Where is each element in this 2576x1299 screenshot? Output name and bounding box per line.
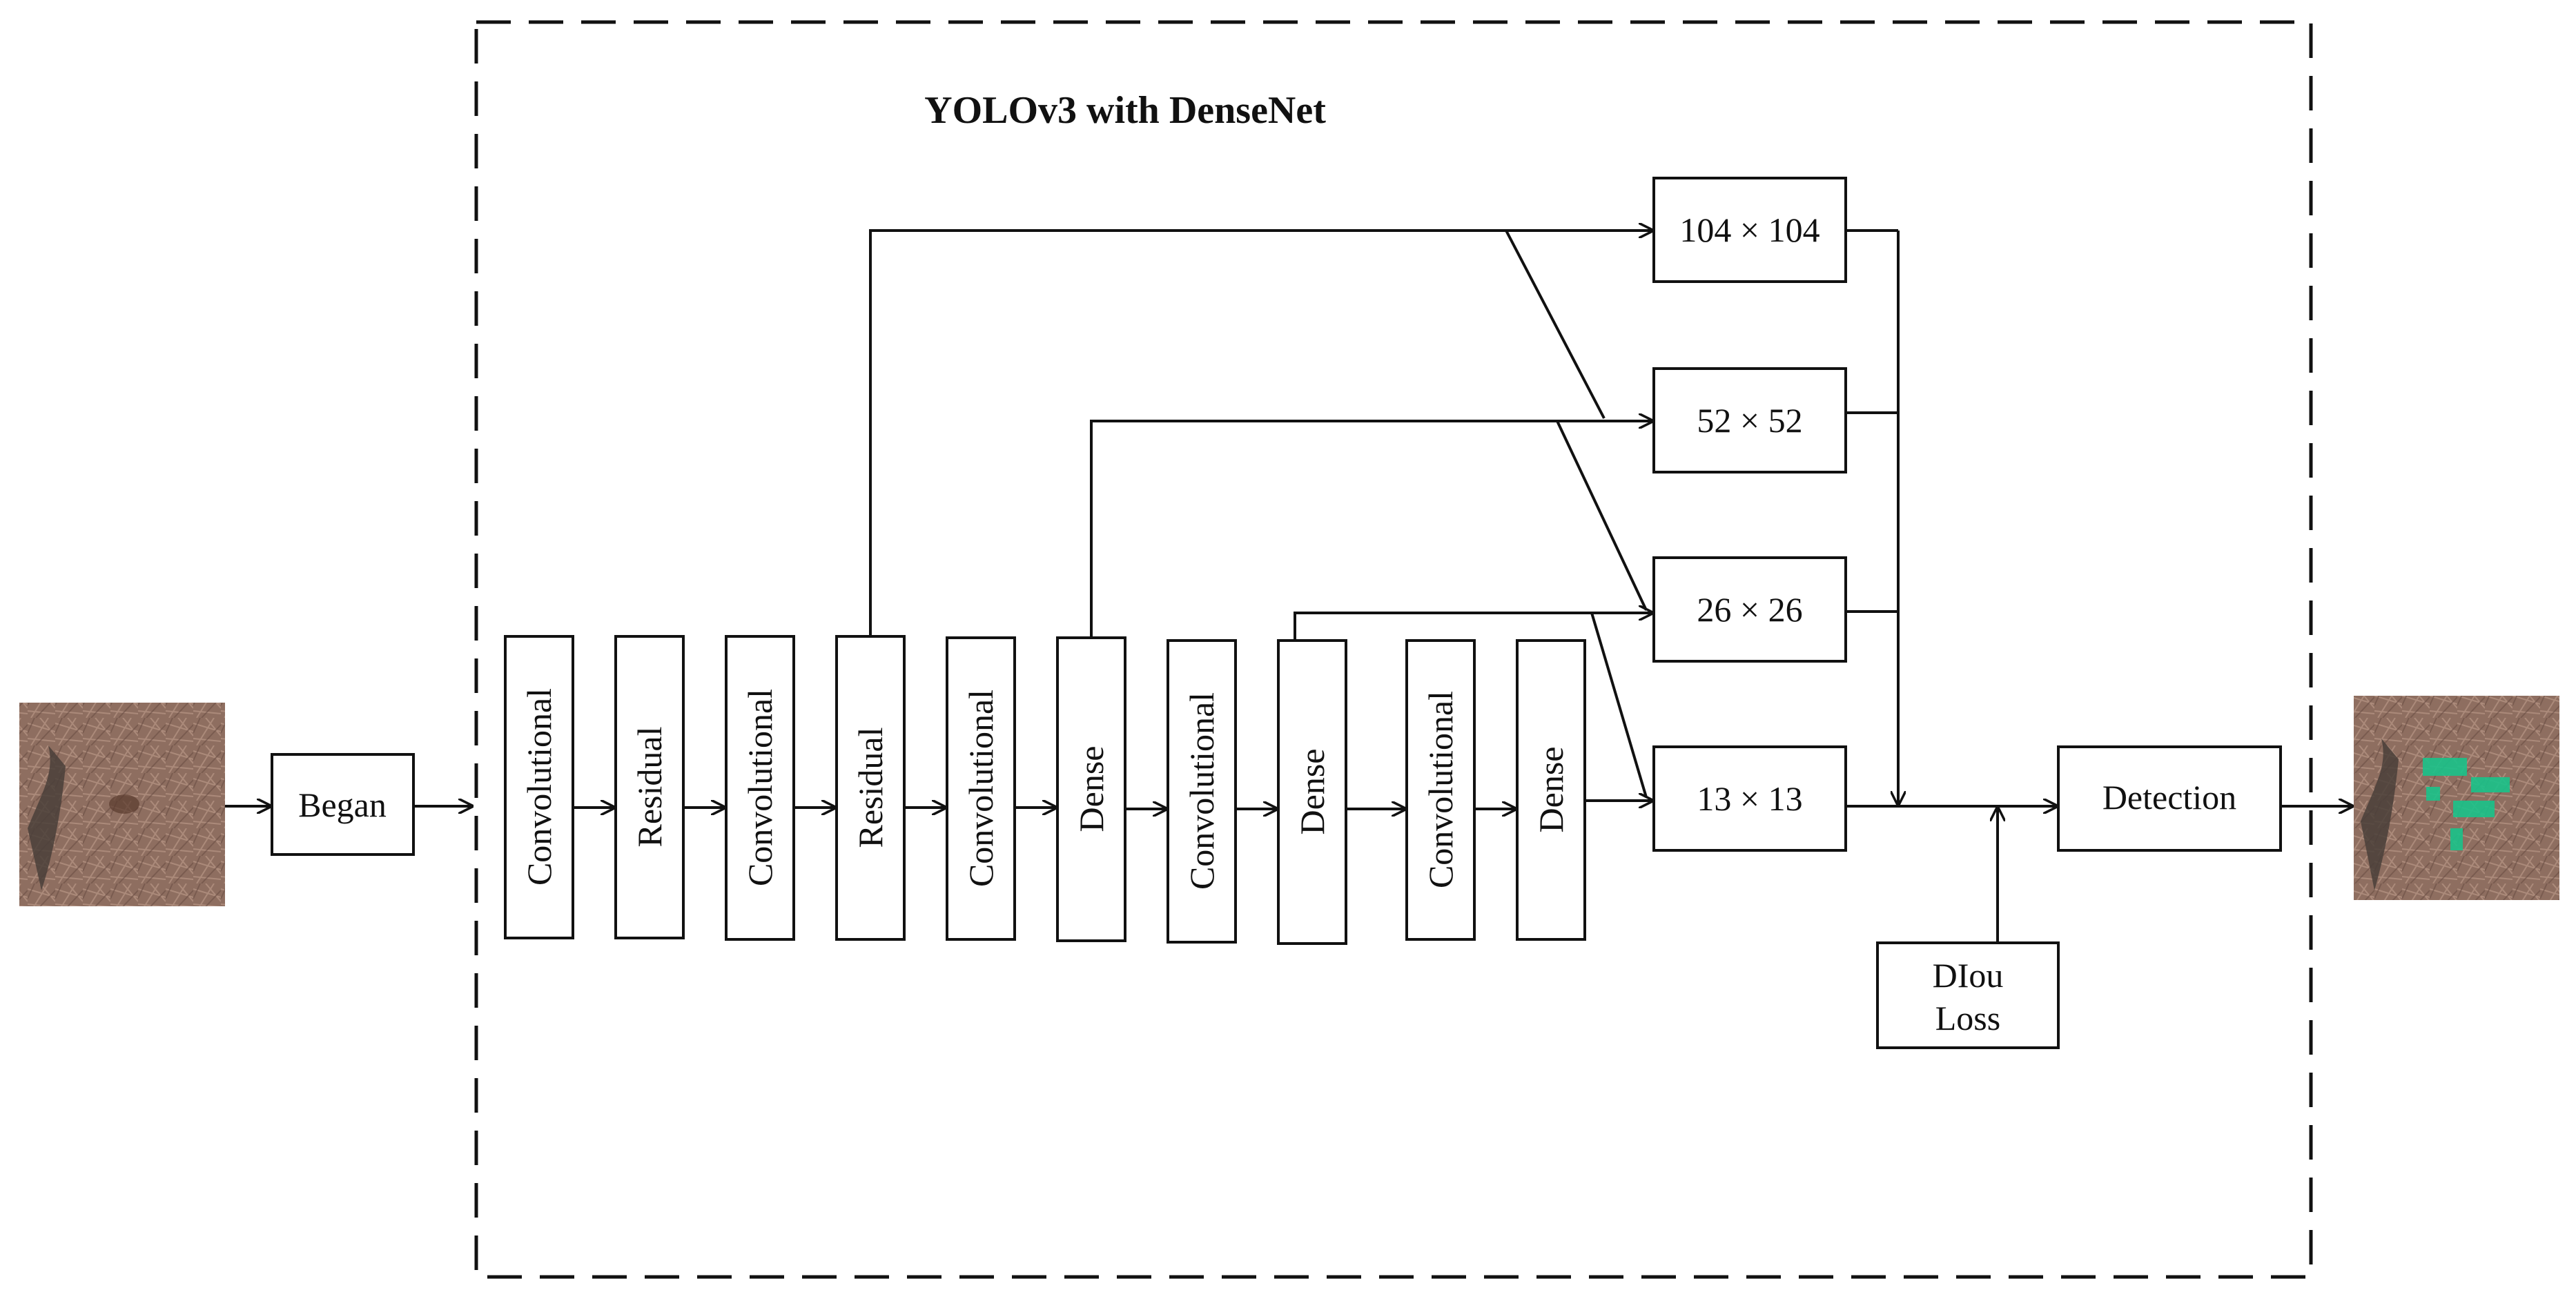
backbone-label-2: Residual [630,727,669,848]
connectors [225,231,2354,943]
backbone-block-5: Convolutional [946,636,1016,941]
scale-label-52: 52 × 52 [1697,401,1802,440]
output-detection-image [2354,696,2559,900]
backbone-block-1: Convolutional [504,635,574,939]
input-forest-image [19,703,225,906]
backbone-label-9: Convolutional [1421,691,1460,888]
backbone-label-3: Convolutional [741,689,779,886]
scale-box-13: 13 × 13 [1652,745,1847,852]
detection-box [2426,787,2440,801]
skip-dense-to-52 [1090,421,1654,638]
scale-box-104: 104 × 104 [1652,177,1847,283]
loss-label: Loss [1935,999,2000,1037]
detection-label: Detection [2102,778,2236,817]
backbone-label-4: Residual [851,727,890,848]
backbone-block-10: Dense [1516,639,1586,941]
backbone-block-6: Dense [1056,636,1126,942]
backbone-block-2: Residual [614,635,685,939]
backbone-label-10: Dense [1532,747,1570,833]
backbone-block-8: Dense [1277,639,1347,945]
backbone-label-5: Convolutional [962,690,1000,887]
scale-label-13: 13 × 13 [1697,779,1802,818]
skip-residual-to-104 [869,231,1654,636]
backbone-block-3: Convolutional [725,635,795,941]
diou-loss-block: DIou Loss [1876,941,2060,1049]
backbone-block-9: Convolutional [1405,639,1476,941]
diagram-title: YOLOv3 with DenseNet [924,89,1326,132]
scale-box-52: 52 × 52 [1652,367,1847,473]
backbone-label-7: Convolutional [1182,692,1221,890]
diou-label: DIou [1933,956,2004,995]
backbone-label-1: Convolutional [520,688,558,886]
scale-label-26: 26 × 26 [1697,590,1802,629]
backbone-block-7: Convolutional [1167,639,1237,944]
diag-26-to-13 [1590,612,1648,798]
began-block: Began [271,753,415,856]
detection-box [2450,828,2463,850]
diag-104-to-52 [1505,230,1606,419]
scale-box-26: 26 × 26 [1652,556,1847,663]
diag-52-to-26 [1556,420,1648,611]
dashed-frame [474,20,2313,1279]
detection-block: Detection [2057,745,2282,852]
backbone-block-4: Residual [835,635,906,941]
began-label: Began [298,785,387,824]
backbone-label-8: Dense [1293,749,1331,835]
detection-box [2471,777,2510,792]
skip-dense-to-26 [1294,613,1654,641]
backbone-label-6: Dense [1072,746,1111,832]
detection-box [2453,801,2495,817]
detection-box [2423,758,2467,776]
scale-label-104: 104 × 104 [1679,211,1819,249]
